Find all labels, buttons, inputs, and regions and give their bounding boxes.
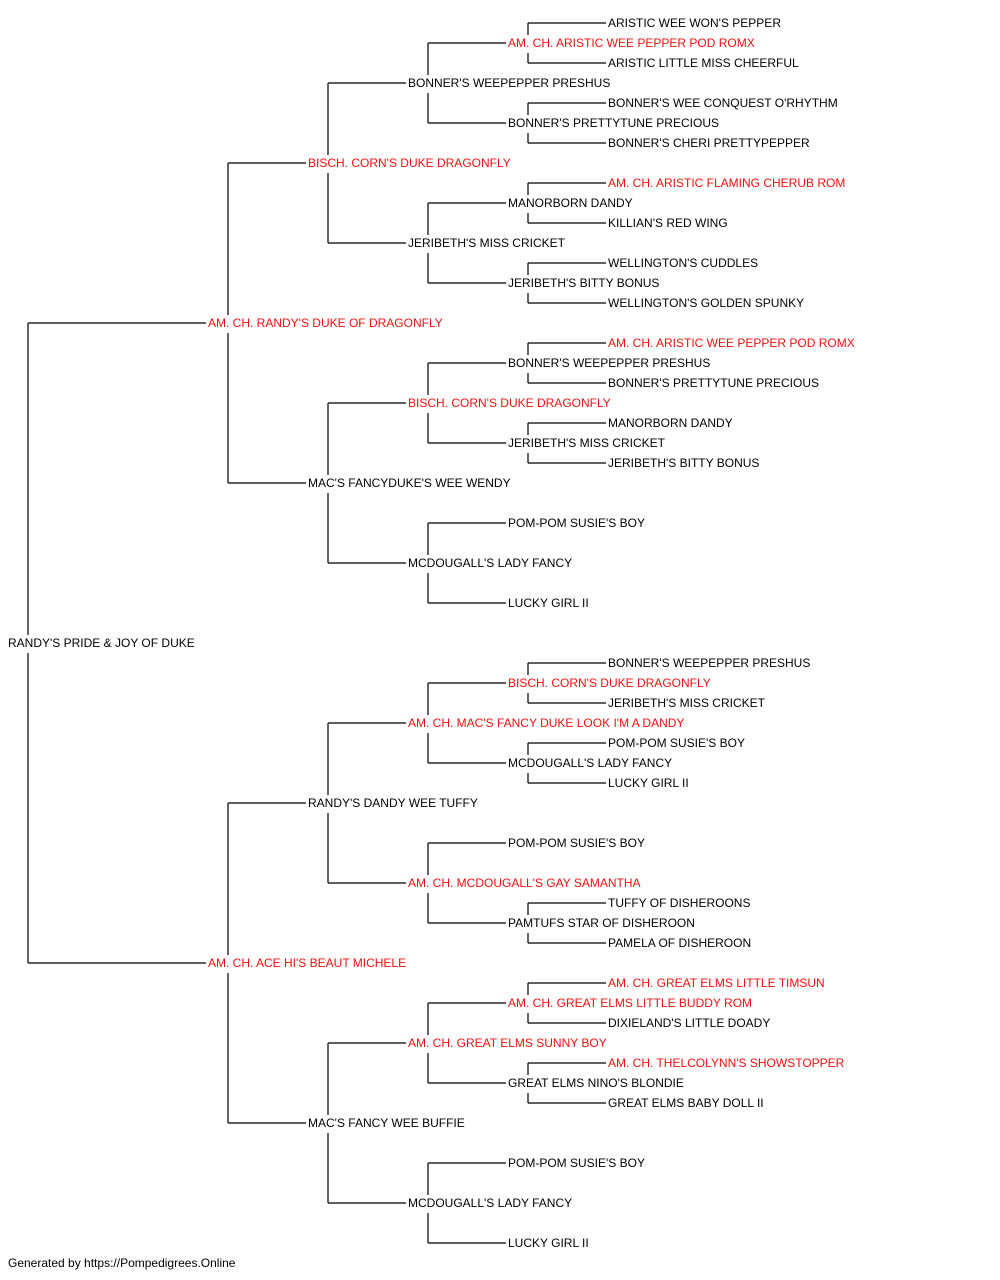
dog-name-label: GREAT ELMS NINO'S BLONDIE <box>508 1076 684 1090</box>
dog-name-label: AM. CH. ARISTIC FLAMING CHERUB ROM <box>608 176 845 190</box>
dog-name-label: WELLINGTON'S CUDDLES <box>608 256 758 270</box>
dog-name-label: AM. CH. THELCOLYNN'S SHOWSTOPPER <box>608 1056 845 1070</box>
dog-name-label: DIXIELAND'S LITTLE DOADY <box>608 1016 770 1030</box>
dog-name-label: AM. CH. GREAT ELMS LITTLE TIMSUN <box>608 976 825 990</box>
dog-name-label: MCDOUGALL'S LADY FANCY <box>408 1196 572 1210</box>
dog-name-label: POM-POM SUSIE'S BOY <box>608 736 745 750</box>
dog-name-label: AM. CH. GREAT ELMS LITTLE BUDDY ROM <box>508 996 752 1010</box>
dog-name-label: BONNER'S WEE CONQUEST O'RHYTHM <box>608 96 838 110</box>
dog-name-label: LUCKY GIRL II <box>608 776 689 790</box>
dog-name-label: JERIBETH'S BITTY BONUS <box>508 276 659 290</box>
dog-name-label: BONNER'S CHERI PRETTYPEPPER <box>608 136 810 150</box>
dog-name-label: TUFFY OF DISHEROONS <box>608 896 750 910</box>
dog-name-label: BISCH. CORN'S DUKE DRAGONFLY <box>308 156 511 170</box>
dog-name-label: KILLIAN'S RED WING <box>608 216 728 230</box>
dog-name-label: RANDY'S DANDY WEE TUFFY <box>308 796 478 810</box>
dog-name-label: BISCH. CORN'S DUKE DRAGONFLY <box>508 676 711 690</box>
dog-name-label: BISCH. CORN'S DUKE DRAGONFLY <box>408 396 611 410</box>
dog-name-label: MCDOUGALL'S LADY FANCY <box>508 756 672 770</box>
dog-name-label: AM. CH. MCDOUGALL'S GAY SAMANTHA <box>408 876 641 890</box>
dog-name-label: RANDY'S PRIDE & JOY OF DUKE <box>8 636 195 650</box>
dog-name-label: BONNER'S PRETTYTUNE PRECIOUS <box>608 376 819 390</box>
dog-name-label: JERIBETH'S MISS CRICKET <box>408 236 566 250</box>
dog-name-label: AM. CH. ACE HI'S BEAUT MICHELE <box>208 956 406 970</box>
dog-name-label: MANORBORN DANDY <box>608 416 733 430</box>
dog-name-label: MCDOUGALL'S LADY FANCY <box>408 556 572 570</box>
dog-name-label: AM. CH. RANDY'S DUKE OF DRAGONFLY <box>208 316 443 330</box>
dog-name-label: BONNER'S WEEPEPPER PRESHUS <box>608 656 810 670</box>
dog-name-label: MAC'S FANCYDUKE'S WEE WENDY <box>308 476 511 490</box>
dog-name-label: PAMTUFS STAR OF DISHEROON <box>508 916 695 930</box>
dog-name-label: AM. CH. MAC'S FANCY DUKE LOOK I'M A DAND… <box>408 716 684 730</box>
dog-name-label: MANORBORN DANDY <box>508 196 633 210</box>
dog-name-label: JERIBETH'S MISS CRICKET <box>608 696 766 710</box>
dog-name-label: AM. CH. ARISTIC WEE PEPPER POD ROMX <box>608 336 855 350</box>
dog-name-label: AM. CH. GREAT ELMS SUNNY BOY <box>408 1036 607 1050</box>
footer-credit: Generated by https://Pompedigrees.Online <box>8 1256 236 1270</box>
dog-name-label: WELLINGTON'S GOLDEN SPUNKY <box>608 296 804 310</box>
dog-name-label: PAMELA OF DISHEROON <box>608 936 751 950</box>
dog-name-label: BONNER'S WEEPEPPER PRESHUS <box>508 356 710 370</box>
dog-name-label: ARISTIC LITTLE MISS CHEERFUL <box>608 56 799 70</box>
dog-name-label: JERIBETH'S BITTY BONUS <box>608 456 759 470</box>
dog-name-label: MAC'S FANCY WEE BUFFIE <box>308 1116 465 1130</box>
dog-name-label: AM. CH. ARISTIC WEE PEPPER POD ROMX <box>508 36 755 50</box>
dog-name-label: LUCKY GIRL II <box>508 596 589 610</box>
dog-name-label: POM-POM SUSIE'S BOY <box>508 836 645 850</box>
dog-name-label: BONNER'S WEEPEPPER PRESHUS <box>408 76 610 90</box>
dog-name-label: BONNER'S PRETTYTUNE PRECIOUS <box>508 116 719 130</box>
dog-name-label: LUCKY GIRL II <box>508 1236 589 1250</box>
dog-name-label: ARISTIC WEE WON'S PEPPER <box>608 16 781 30</box>
dog-name-label: POM-POM SUSIE'S BOY <box>508 1156 645 1170</box>
dog-name-label: JERIBETH'S MISS CRICKET <box>508 436 666 450</box>
dog-name-label: POM-POM SUSIE'S BOY <box>508 516 645 530</box>
dog-name-label: GREAT ELMS BABY DOLL II <box>608 1096 764 1110</box>
